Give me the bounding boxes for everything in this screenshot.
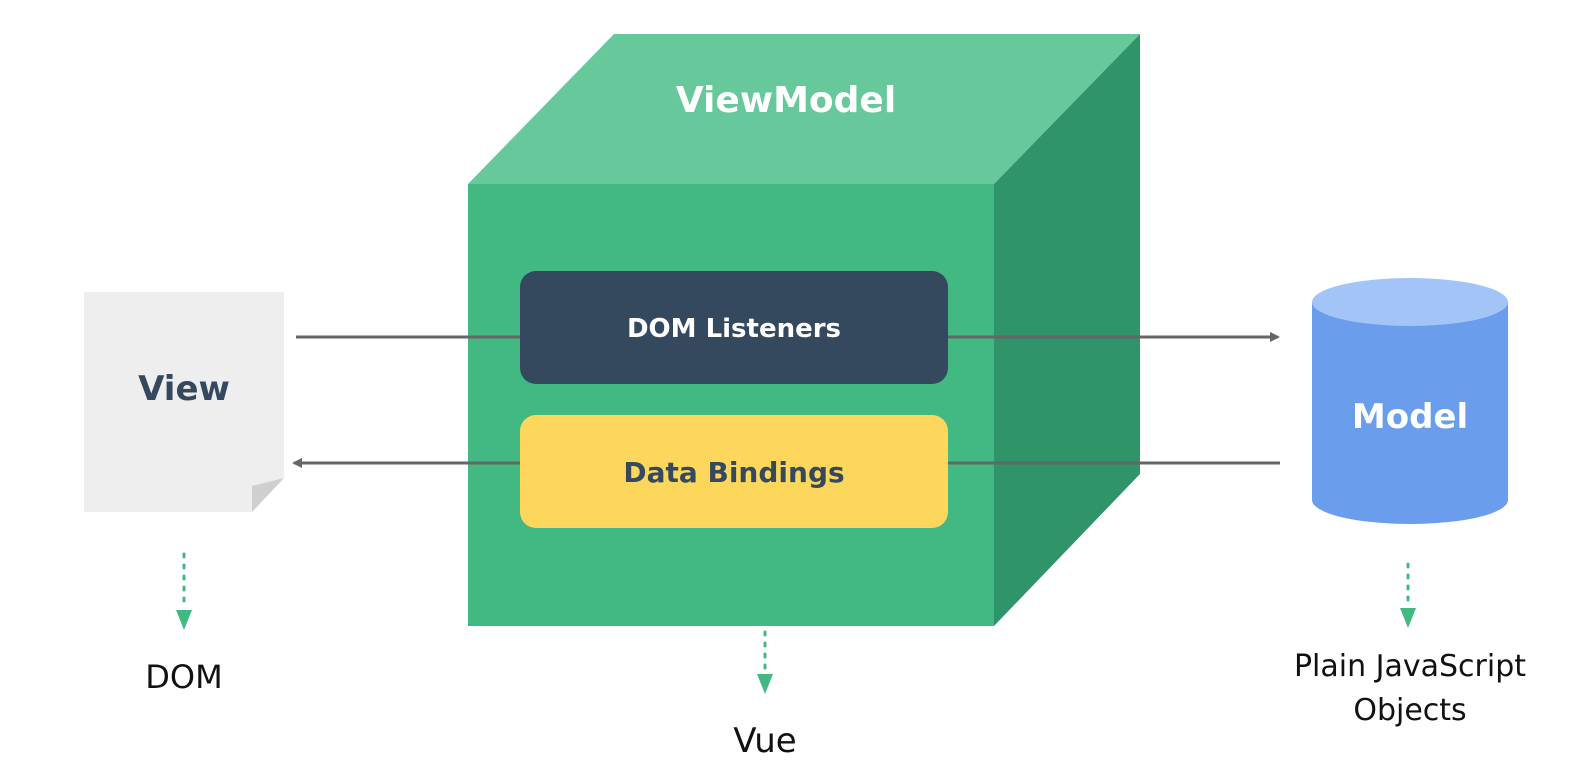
dom-listeners-label: DOM Listeners xyxy=(627,314,841,344)
view-page-sheet xyxy=(84,292,284,512)
dom-listeners-box: DOM Listeners xyxy=(520,271,948,384)
model-cylinder-top xyxy=(1312,278,1508,326)
view-label: View xyxy=(138,369,230,409)
view-page-fold xyxy=(252,478,284,512)
model-down-arrow xyxy=(1400,562,1416,628)
data-bindings-box: Data Bindings xyxy=(520,415,948,528)
model-cylinder: Model xyxy=(1312,278,1508,524)
viewmodel-cube: ViewModel xyxy=(468,34,1140,626)
vue-down-arrow xyxy=(757,630,773,694)
model-caption-line1: Plain JavaScript xyxy=(1294,649,1526,684)
view-down-arrow xyxy=(176,552,192,630)
model-cylinder-body xyxy=(1312,302,1508,524)
view-page: View xyxy=(84,292,284,512)
cube-side-face xyxy=(994,34,1140,626)
model-label: Model xyxy=(1352,397,1468,437)
dom-caption: DOM xyxy=(145,658,222,696)
model-caption-line2: Objects xyxy=(1353,693,1466,728)
vue-caption: Vue xyxy=(733,721,796,761)
viewmodel-title: ViewModel xyxy=(676,80,896,121)
data-bindings-label: Data Bindings xyxy=(623,456,844,489)
cube-top-face xyxy=(468,34,1140,184)
cube-front-face xyxy=(468,184,994,626)
